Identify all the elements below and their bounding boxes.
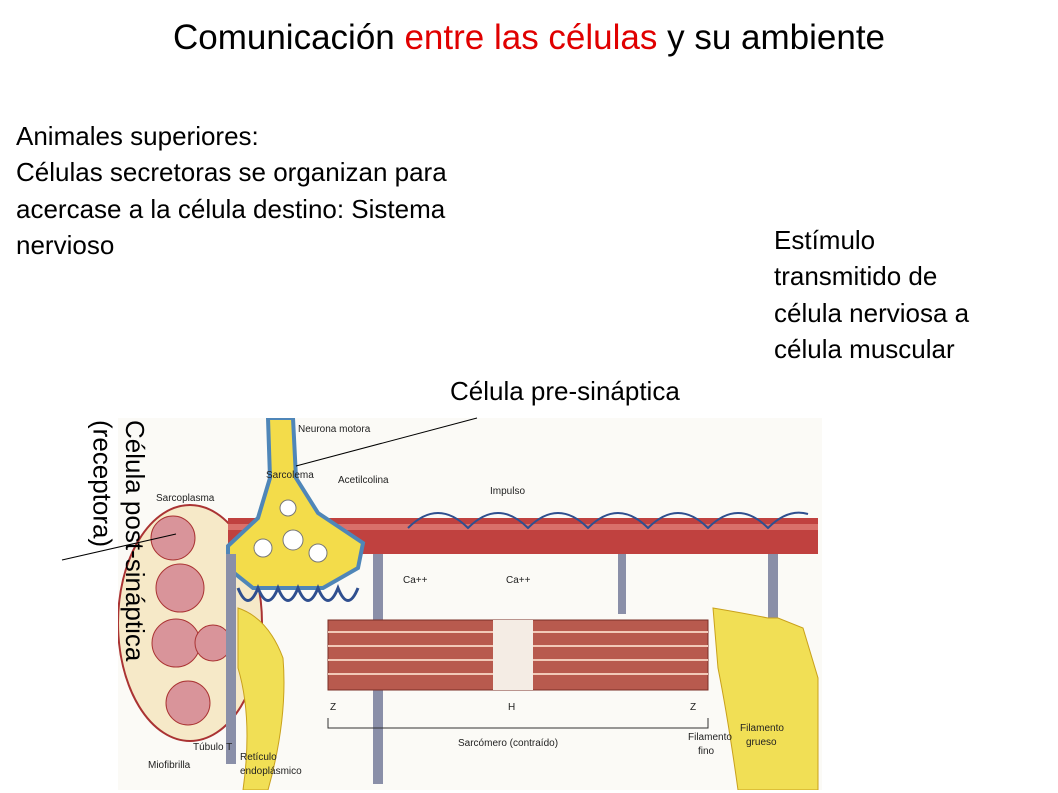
intro-line: nervioso (16, 230, 115, 261)
label-filamento-grueso: Filamento (740, 723, 784, 734)
post-synaptic-label-line-2: (receptora) (87, 420, 118, 548)
title-highlight: entre las células (404, 18, 658, 57)
intro-line: Células secretoras se organizan para (16, 157, 447, 188)
myofibril-cross-section (165, 680, 211, 726)
stimulus-line: célula nerviosa a (774, 297, 970, 328)
label-z-2: Z (690, 702, 696, 713)
label-sarcolema: Sarcolema (266, 470, 314, 481)
slide-title: Comunicación entre las células y su ambi… (0, 18, 1058, 58)
label-filamento-fino: Filamento (688, 732, 732, 743)
label-sarcomero: Sarcómero (contraído) (458, 738, 558, 749)
label-miofibrilla: Miofibrilla (148, 760, 191, 771)
title-part-3: y su ambiente (657, 18, 886, 57)
myofibril-cross-section (194, 624, 232, 662)
label-sarcoplasma: Sarcoplasma (156, 493, 215, 504)
title-part-1: Comunicación (172, 18, 405, 57)
membrane-highlight (228, 524, 818, 530)
sarcoplasmic-reticulum (712, 607, 819, 790)
intro-line: Animales superiores: (16, 121, 259, 151)
sarcomere-bracket (327, 718, 709, 729)
stimulus-text: Estímulo transmitido de célula nerviosa … (774, 222, 969, 368)
impulse-arcs (407, 511, 809, 530)
stimulus-line: Estímulo (774, 225, 876, 255)
label-ca-2: Ca++ (506, 575, 531, 586)
label-fino: fino (698, 746, 715, 757)
pre-synaptic-label: Célula pre-sináptica (450, 376, 680, 406)
post-synaptic-label: Célula post-sináptica (receptora) (86, 420, 151, 661)
intro-line: acercase a la célula destino: Sistema (16, 193, 446, 224)
label-endoplasmico: endoplásmico (240, 766, 302, 777)
label-z-1: Z (330, 702, 336, 713)
label-ca-1: Ca++ (403, 575, 428, 586)
stimulus-line: célula muscular (774, 334, 955, 365)
intro-text: Animales superiores: Células secretoras … (16, 118, 626, 264)
postsynaptic-folds (236, 583, 360, 602)
label-grueso: grueso (746, 737, 777, 748)
myofibril-cross-section (150, 515, 196, 561)
stimulus-line: transmitido de (774, 261, 938, 292)
label-neurona-motora: Neurona motora (298, 424, 371, 435)
label-tubulo-t: Túbulo T (193, 742, 232, 753)
vesicle (279, 499, 297, 517)
figure-drawing: Neurona motora Sarcolema Acetilcolina Sa… (118, 418, 822, 790)
vesicle (308, 543, 328, 563)
t-tubule (618, 554, 626, 614)
sarcoplasmic-reticulum (237, 607, 285, 790)
vesicle (282, 529, 304, 551)
t-tubule (226, 554, 236, 764)
label-acetilcolina: Acetilcolina (338, 475, 389, 486)
neuromuscular-junction-figure: Neurona motora Sarcolema Acetilcolina Sa… (118, 418, 822, 790)
label-reticulo: Retículo (240, 752, 277, 763)
vesicle (253, 538, 273, 558)
label-h: H (508, 702, 515, 713)
myofibril-cross-section (151, 618, 201, 668)
label-impulso: Impulso (490, 486, 525, 497)
myofibril-cross-section (155, 563, 205, 613)
post-synaptic-label-line-1: Célula post-sináptica (120, 420, 150, 662)
h-zone (493, 620, 533, 690)
